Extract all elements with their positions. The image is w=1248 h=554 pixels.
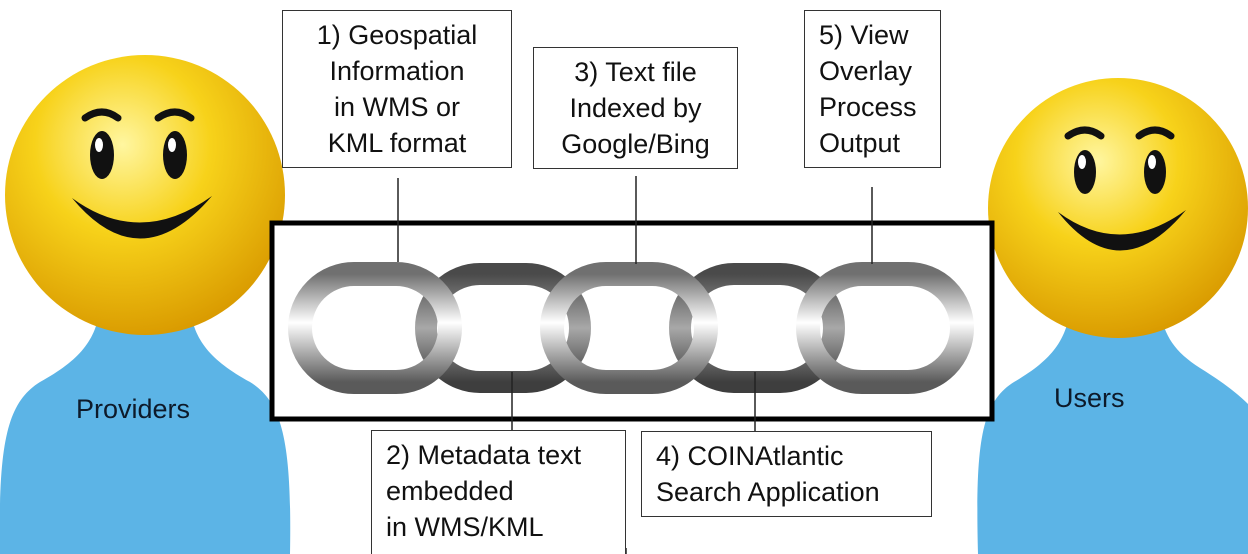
provider-figure	[0, 55, 291, 554]
step-5-label: 5) View Overlay Process Output	[804, 10, 941, 168]
provider-body	[0, 308, 291, 554]
provider-face	[5, 55, 285, 335]
step-4-label: 4) COINAtlantic Search Application	[641, 431, 932, 517]
chain-link-3	[540, 262, 718, 394]
step-3-label: 3) Text file Indexed by Google/Bing	[533, 47, 738, 169]
step-1-label: 1) Geospatial Information in WMS or KML …	[282, 10, 512, 168]
chain-link-2	[415, 263, 591, 393]
chain	[288, 262, 974, 394]
step-2-label: 2) Metadata text embedded in WMS/KML	[371, 430, 626, 554]
chain-link-4	[669, 263, 845, 393]
connector-lines	[397, 176, 873, 554]
user-body	[977, 310, 1248, 554]
chain-link-5	[796, 262, 974, 394]
user-face	[988, 78, 1248, 338]
user-figure	[977, 78, 1248, 554]
chain-link-1	[288, 262, 462, 394]
providers-label: Providers	[76, 394, 191, 424]
users-label: Users	[1054, 383, 1125, 413]
